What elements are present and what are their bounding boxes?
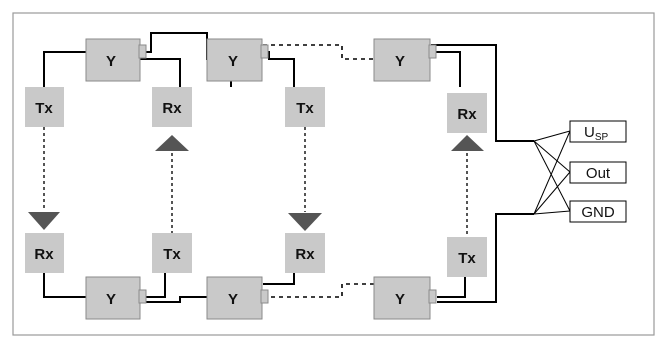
- arrow-down-1: [28, 212, 60, 230]
- transmitter-label: Tx: [35, 100, 53, 117]
- transmitter-label: Tx: [163, 246, 181, 263]
- splitter-label: Y: [228, 291, 238, 308]
- receiver-label: Rx: [295, 246, 315, 263]
- receiver-4: Rx: [285, 233, 325, 273]
- receiver-1: Rx: [152, 87, 192, 127]
- receiver-label: Rx: [34, 246, 54, 263]
- splitter-top-2: Y: [206, 38, 269, 82]
- arrow-up-2: [155, 135, 189, 151]
- supply-label: U: [584, 124, 595, 141]
- diagram-border: [12, 12, 655, 336]
- output-label: Out: [586, 165, 611, 182]
- receiver-label: Rx: [457, 106, 477, 123]
- ground-label: GND: [581, 204, 615, 221]
- splitter-label: Y: [395, 53, 405, 70]
- splitter-bottom-3: Y: [373, 276, 437, 320]
- splitter-label: Y: [106, 53, 116, 70]
- transmitter-2: Tx: [285, 87, 325, 127]
- svg-text:USP: USP: [584, 124, 609, 143]
- arrow-down-3: [288, 213, 322, 231]
- transmitter-label: Tx: [458, 250, 476, 267]
- receiver-label: Rx: [162, 100, 182, 117]
- transmitter-1: Tx: [25, 87, 64, 127]
- receiver-3: Rx: [25, 233, 64, 273]
- terminal-ground: GND: [569, 200, 627, 223]
- splitter-label: Y: [395, 291, 405, 308]
- transmitter-3: Tx: [152, 233, 192, 273]
- transmitter-label: Tx: [296, 100, 314, 117]
- beams: [28, 127, 484, 236]
- splitter-bottom-1: Y: [85, 276, 147, 320]
- terminal-supply: USP: [569, 120, 627, 143]
- terminal-output: Out: [569, 161, 627, 184]
- splitter-label: Y: [228, 53, 238, 70]
- supply-subscript: SP: [595, 132, 609, 143]
- terminal-fan: [533, 130, 571, 215]
- receiver-2: Rx: [447, 93, 487, 133]
- splitter-label: Y: [106, 291, 116, 308]
- dotted-links: [263, 44, 374, 298]
- arrow-up-4: [451, 135, 484, 151]
- transmitter-4: Tx: [447, 237, 487, 277]
- splitter-top-1: Y: [85, 38, 147, 82]
- splitter-top-3: Y: [373, 38, 437, 82]
- splitter-bottom-2: Y: [206, 276, 269, 320]
